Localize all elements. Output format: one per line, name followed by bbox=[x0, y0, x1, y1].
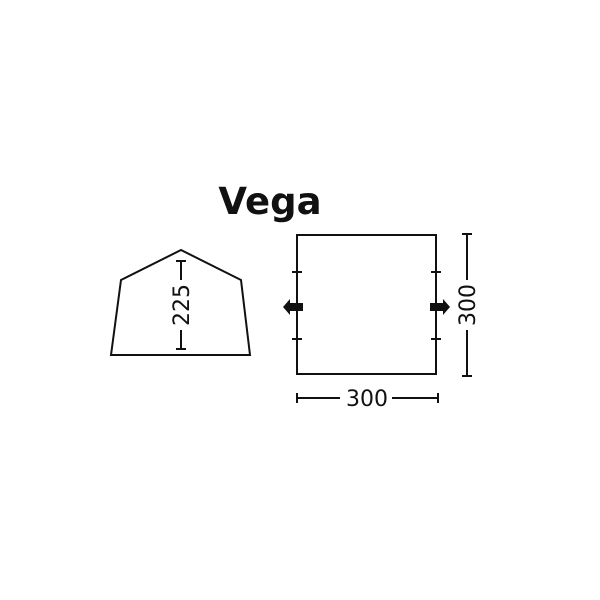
height-label: 225 bbox=[170, 284, 195, 326]
left-door-arrow-icon bbox=[283, 299, 303, 315]
width-dimension-line bbox=[296, 393, 439, 403]
height-dimension-line bbox=[176, 260, 186, 350]
floor-plan bbox=[292, 233, 472, 403]
product-title: Vega bbox=[218, 180, 321, 223]
side-view bbox=[109, 248, 252, 356]
tent-side-outline bbox=[109, 248, 252, 356]
depth-dimension-line bbox=[462, 233, 472, 377]
right-door-arrow-icon bbox=[430, 299, 450, 315]
width-label: 300 bbox=[346, 387, 388, 412]
depth-label: 300 bbox=[456, 284, 481, 326]
floor-outline bbox=[296, 234, 437, 375]
pole-ticks bbox=[292, 271, 441, 340]
